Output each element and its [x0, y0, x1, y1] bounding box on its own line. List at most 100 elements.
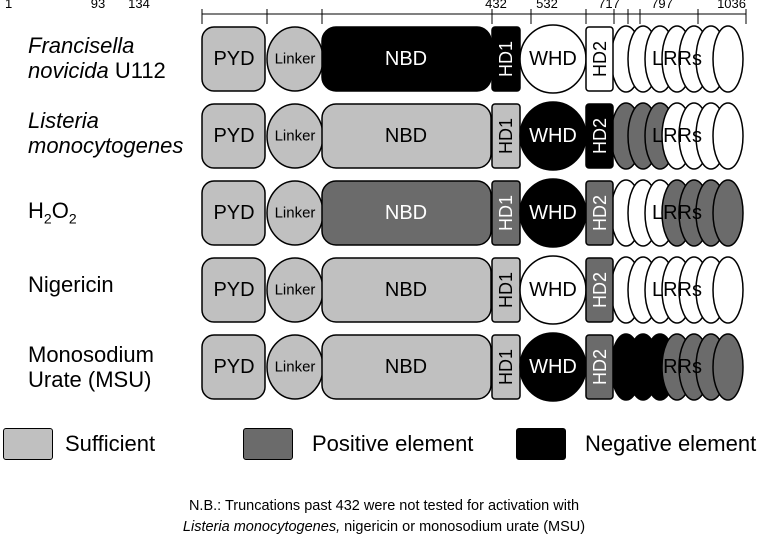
- hd2-domain: [585, 26, 614, 92]
- position-label: 717: [598, 0, 620, 11]
- position-label: 1: [5, 0, 12, 11]
- whd-label: WHD: [529, 279, 577, 301]
- whd-label: WHD: [529, 202, 577, 224]
- hd2-label: HD2: [590, 118, 610, 154]
- row-label-text: H: [28, 198, 44, 223]
- hd2-domain: [585, 103, 614, 169]
- lrrs-label: LRRs: [652, 48, 702, 70]
- domain-row: [201, 24, 744, 94]
- row-label-text: Francisella: [28, 33, 135, 58]
- row-label-line: Urate (MSU): [28, 367, 154, 392]
- pyd-domain: [201, 257, 266, 323]
- row-label-line: novicida U112: [28, 58, 166, 83]
- domain-row: [201, 101, 744, 171]
- position-label: 1036: [717, 0, 746, 11]
- position-label: 432: [485, 0, 507, 11]
- footnote-line-2: Listeria monocytogenes, nigericin or mon…: [0, 517, 768, 537]
- pyd-domain: [201, 103, 266, 169]
- row-label-text: monocytogenes: [28, 133, 184, 158]
- footnote-rest: nigericin or monosodium urate (MSU): [340, 519, 586, 535]
- domain-row: [201, 178, 744, 248]
- hd1-label: HD1: [496, 195, 516, 231]
- footnote-line-1: N.B.: Truncations past 432 were not test…: [188, 498, 580, 514]
- whd-label: WHD: [529, 48, 577, 70]
- pyd-label: PYD: [213, 356, 254, 378]
- legend-label-positive: Positive element: [312, 431, 474, 456]
- linker-label: Linker: [275, 205, 316, 222]
- lrrs-label: LRRs: [652, 356, 702, 378]
- lrrs-label: LRRs: [652, 125, 702, 147]
- nbd-domain: [321, 257, 492, 323]
- nbd-label: NBD: [385, 202, 427, 224]
- row-label: H2O2: [28, 198, 77, 231]
- linker-label: Linker: [275, 128, 316, 145]
- domain-row: [201, 255, 744, 325]
- position-label: 134: [128, 0, 150, 11]
- nbd-label: NBD: [385, 279, 427, 301]
- pyd-label: PYD: [213, 125, 254, 147]
- row-label-text: Listeria: [28, 108, 99, 133]
- nbd-label: NBD: [385, 48, 427, 70]
- nbd-domain: [321, 334, 492, 400]
- linker-label: Linker: [275, 359, 316, 376]
- hd1-label: HD1: [496, 349, 516, 385]
- legend-swatch-negative: [516, 428, 566, 460]
- lrrs-label: LRRs: [652, 279, 702, 301]
- nbd-domain: [321, 103, 492, 169]
- row-label-text: 2: [68, 210, 77, 227]
- hd2-label: HD2: [590, 349, 610, 385]
- nbd-label: NBD: [385, 356, 427, 378]
- nbd-domain: [321, 26, 492, 92]
- legend-swatch-sufficient: [3, 428, 53, 460]
- row-label-text: Nigericin: [28, 272, 114, 297]
- nbd-domain: [321, 180, 492, 246]
- row-label-text: U112: [108, 58, 166, 83]
- pyd-label: PYD: [213, 279, 254, 301]
- row-label-line: H2O2: [28, 198, 77, 231]
- pyd-label: PYD: [213, 202, 254, 224]
- row-label-text: novicida: [28, 58, 109, 83]
- lrr-repeat: [712, 333, 744, 401]
- lrr-repeat: [712, 102, 744, 170]
- pyd-domain: [201, 334, 266, 400]
- hd2-label: HD2: [590, 41, 610, 77]
- pyd-domain: [201, 180, 266, 246]
- row-label-line: Nigericin: [28, 272, 114, 297]
- hd2-domain: [585, 257, 614, 323]
- row-label-text: 2: [43, 210, 52, 227]
- legend-label-sufficient: Sufficient: [65, 431, 156, 456]
- pyd-domain: [201, 26, 266, 92]
- pyd-label: PYD: [213, 48, 254, 70]
- position-label: 797: [651, 0, 673, 11]
- row-label: Nigericin: [28, 272, 114, 297]
- domain-row: [201, 332, 744, 402]
- hd2-domain: [585, 180, 614, 246]
- hd2-label: HD2: [590, 195, 610, 231]
- position-label: 93: [91, 0, 105, 11]
- lrr-repeat: [712, 25, 744, 93]
- hd1-label: HD1: [496, 118, 516, 154]
- legend-label-negative: Negative element: [585, 431, 757, 456]
- row-label-text: Urate (MSU): [28, 367, 152, 392]
- lrr-repeat: [712, 179, 744, 247]
- position-label: 532: [536, 0, 558, 11]
- lrr-repeat: [712, 256, 744, 324]
- hd1-label: HD1: [496, 272, 516, 308]
- row-label-line: monocytogenes: [28, 133, 183, 158]
- lrrs-label: LRRs: [652, 202, 702, 224]
- legend-swatch-positive: [243, 428, 293, 460]
- linker-label: Linker: [275, 51, 316, 68]
- hd2-label: HD2: [590, 272, 610, 308]
- whd-label: WHD: [529, 125, 577, 147]
- row-label-text: Monosodium: [28, 342, 154, 367]
- nbd-label: NBD: [385, 125, 427, 147]
- hd2-domain: [585, 334, 614, 400]
- footnote-italic-term: Listeria monocytogenes,: [182, 519, 341, 535]
- row-label-line: Francisella: [28, 33, 166, 58]
- row-label-text: O: [51, 198, 69, 223]
- linker-label: Linker: [275, 282, 316, 299]
